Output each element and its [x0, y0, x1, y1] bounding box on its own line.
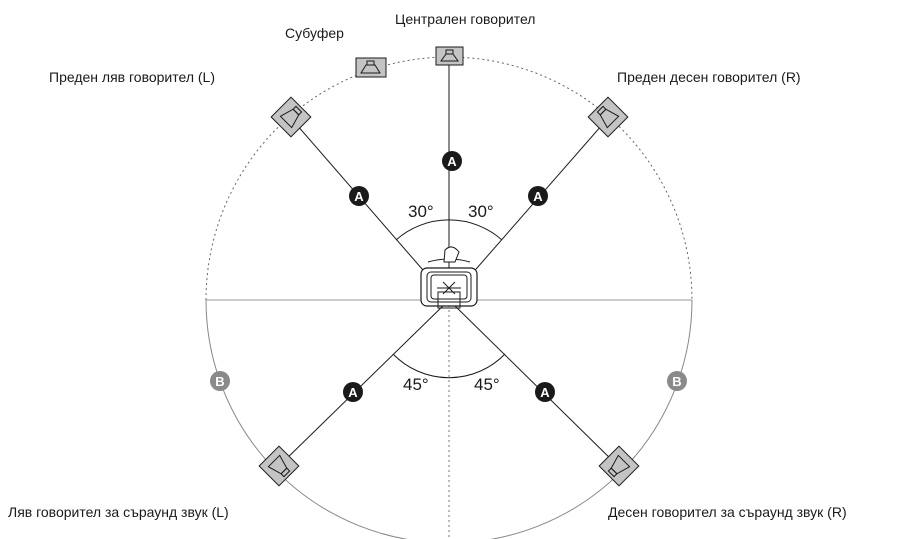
subwoofer-label: Субуфер [285, 25, 344, 41]
angle-label-rear-right: 45° [474, 375, 500, 394]
front-right-speaker-label: Преден десен говорител (R) [617, 69, 801, 85]
speaker-icon [258, 445, 300, 487]
angle-label-front-right: 30° [468, 202, 494, 221]
surround-right-speaker-label: Десен говорител за съраунд звук (R) [608, 504, 847, 520]
marker-a-surround-right: A [535, 382, 555, 402]
center-speaker-label: Централен говорител [395, 11, 536, 27]
marker-a-label: A [354, 189, 364, 204]
marker-a-label: A [447, 154, 457, 169]
speaker-icon [435, 46, 464, 66]
marker-a-surround-left: A [343, 382, 363, 402]
marker-a-front-left: A [349, 186, 369, 206]
line-surround-left [278, 299, 450, 467]
rear-angle-arc [392, 353, 506, 379]
angle-label-rear-left: 45° [403, 375, 429, 394]
line-surround-right [448, 299, 619, 467]
marker-a-label: A [540, 385, 550, 400]
marker-a-label: A [533, 189, 543, 204]
front-angle-arc [395, 219, 503, 241]
lower-circle-arc [205, 299, 693, 539]
front-left-speaker-label: Преден ляв говорител (L) [49, 69, 215, 85]
speaker-icon [598, 445, 640, 487]
surround-left-speaker-label: Ляв говорител за съраунд звук (L) [8, 504, 229, 520]
speaker-icon [587, 96, 629, 138]
marker-b-label: B [672, 374, 681, 389]
marker-a-front-right: A [528, 186, 548, 206]
marker-b-left: B [210, 371, 230, 391]
marker-b-right: B [667, 371, 687, 391]
subwoofer-icon [355, 57, 387, 78]
marker-b-label: B [215, 374, 224, 389]
speaker-icon [270, 96, 312, 138]
angle-label-front-left: 30° [408, 202, 434, 221]
marker-a-center: A [442, 151, 462, 171]
listener-icon [420, 246, 478, 309]
marker-a-label: A [348, 385, 358, 400]
